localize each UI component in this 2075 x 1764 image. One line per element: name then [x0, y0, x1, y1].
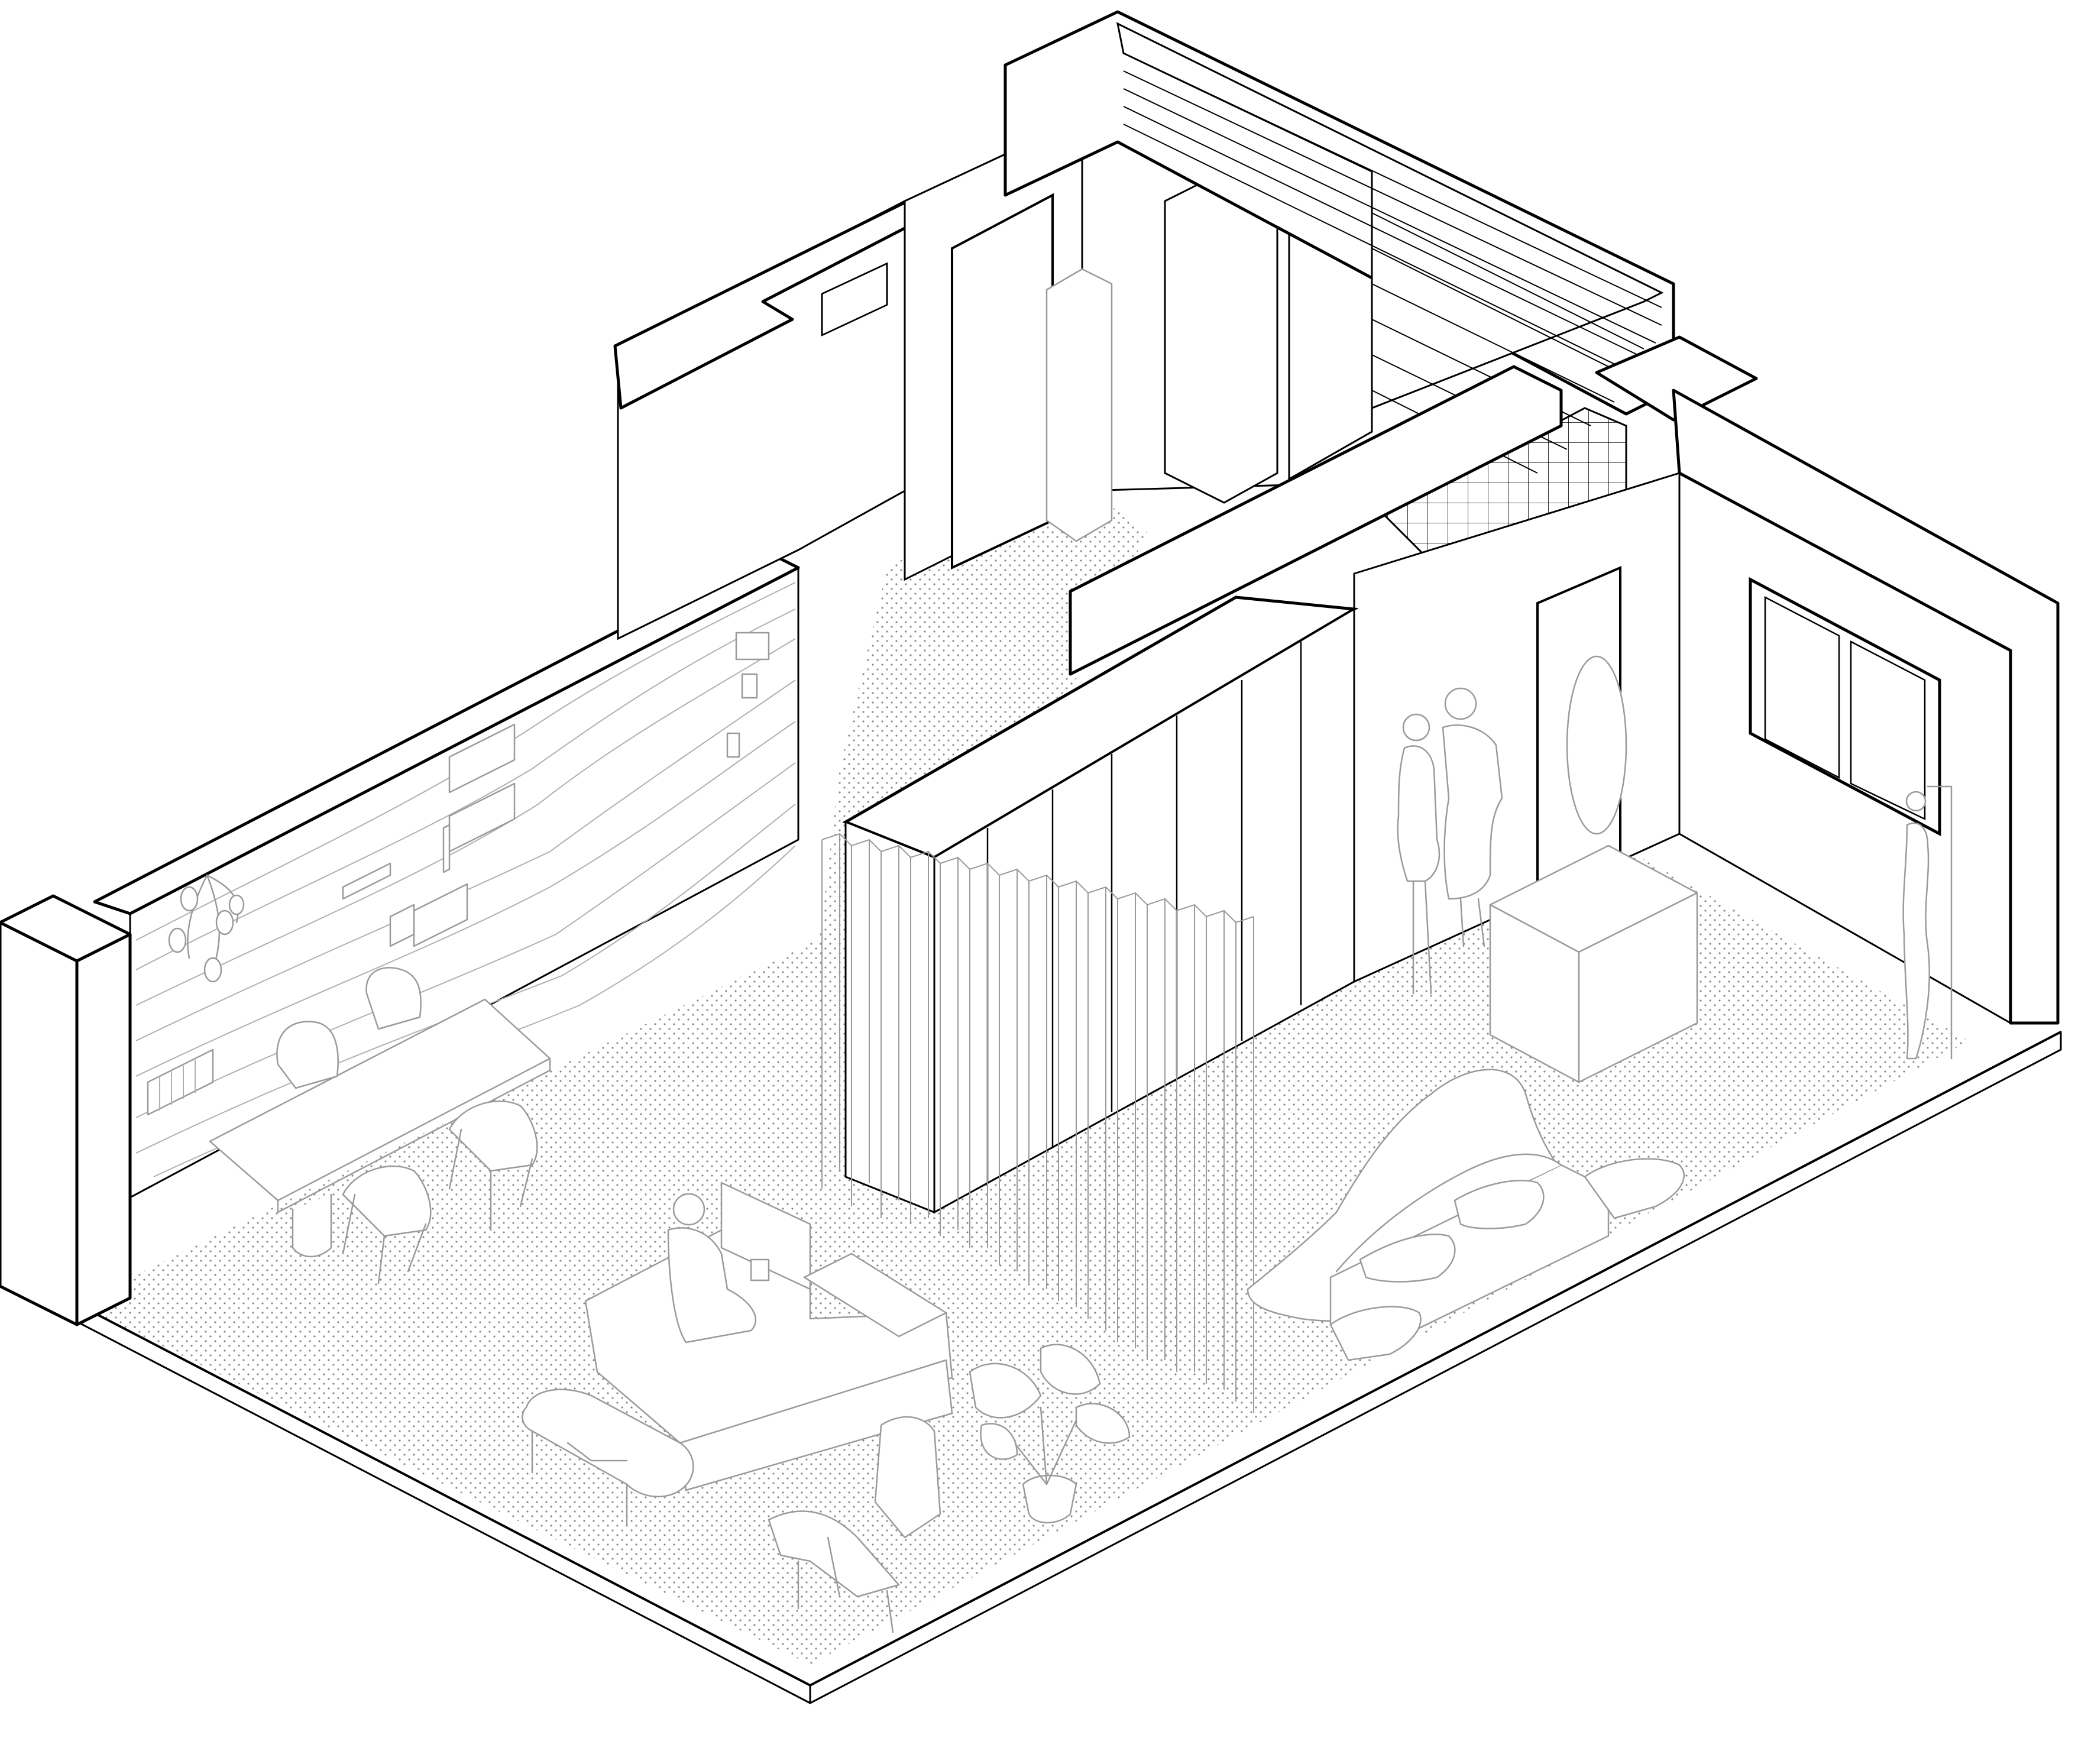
- books: [147, 723, 516, 1116]
- window-pane-right: [1850, 640, 1926, 820]
- standing-figures: [1397, 687, 1503, 995]
- facade-stripes: [1123, 53, 1662, 474]
- figure-woman-left: [1397, 713, 1440, 995]
- pillow-2: [1454, 1180, 1545, 1229]
- living-area: [522, 1182, 1131, 1633]
- seated-person: [667, 1193, 770, 1344]
- pillar-top: [0, 894, 132, 963]
- wardrobe: [842, 595, 1359, 1214]
- coffee-table: [522, 1388, 694, 1527]
- wardrobe-side: [844, 820, 935, 1214]
- window-frame: [1749, 577, 1941, 837]
- pillow-1: [1359, 1234, 1456, 1283]
- bathroom: [1069, 365, 1627, 676]
- lounge-chair: [768, 1416, 941, 1633]
- tall-unit-a: [1164, 170, 1278, 504]
- nightstand-right: [1584, 1158, 1685, 1219]
- chair-back-2: [365, 967, 422, 1030]
- chair-front-2: [448, 1101, 538, 1231]
- chair-back-1: [276, 1021, 339, 1089]
- figure-woman-right: [1442, 687, 1503, 947]
- pillar-front: [0, 921, 79, 1326]
- front-left-pillar: [0, 894, 132, 1326]
- shower-figure: [1902, 785, 1953, 1060]
- fridge-unit: [1045, 268, 1113, 542]
- shaft-left: [821, 262, 888, 336]
- back-rooms: [613, 116, 1373, 640]
- closet-door: [951, 193, 1054, 570]
- floor-edge: [76, 1031, 2061, 1687]
- chair-front-1: [342, 1166, 432, 1284]
- table-pedestal: [292, 1193, 332, 1258]
- rug: [1247, 1069, 1562, 1322]
- dining-area: [209, 967, 551, 1284]
- bedroom: [1353, 389, 2060, 1083]
- hanging-plant: [168, 874, 245, 983]
- wavy-shelves: [135, 582, 796, 1177]
- shaft-right: [1595, 335, 1758, 422]
- back-facade: [1003, 10, 1758, 474]
- right-wall-cap: [1672, 389, 2060, 1025]
- bed: [1247, 1069, 1685, 1361]
- window: [1749, 577, 1941, 837]
- vanity-cabinet: [1489, 844, 1698, 1083]
- potted-monstera: [969, 1344, 1131, 1524]
- nightstand-left: [1329, 1306, 1422, 1361]
- left-wall-top: [93, 551, 800, 915]
- bathroom-partition: [1069, 365, 1563, 676]
- window-pane-left: [1764, 595, 1840, 779]
- oval-mirror: [1566, 655, 1627, 835]
- pillar-side: [75, 933, 132, 1326]
- shelf-objects: [726, 632, 770, 758]
- pleated-curtain: [821, 833, 1254, 1413]
